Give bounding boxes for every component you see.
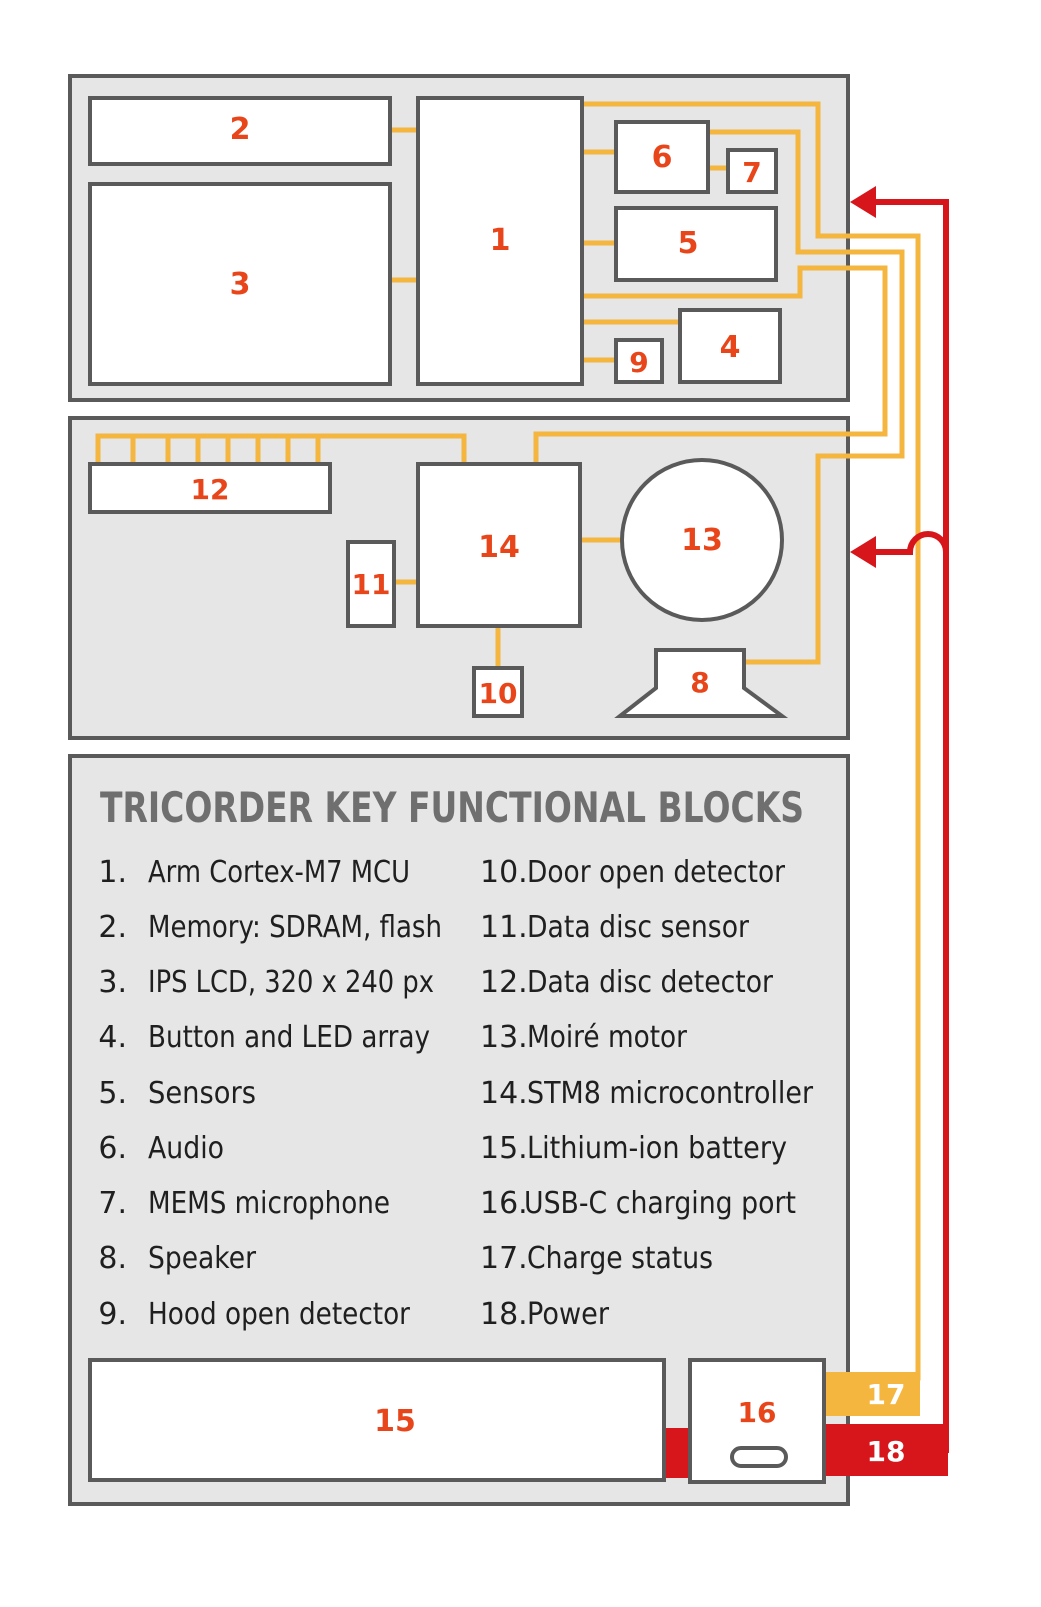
legend-item: Audio (148, 1131, 224, 1166)
block-9: 9 (614, 338, 664, 384)
legend-number: 14. (480, 1076, 528, 1111)
block-17-label: 17 (867, 1378, 906, 1411)
legend-item: Data disc sensor (527, 910, 750, 945)
legend-item: Lithium-ion battery (527, 1131, 787, 1166)
usb-c-port-icon (730, 1446, 788, 1468)
legend-number: 4. (98, 1020, 127, 1055)
block-10-label: 10 (479, 677, 518, 710)
legend-list-left: 1. Arm Cortex-M7 MCU 2. Memory: SDRAM, f… (98, 855, 442, 1332)
block-4: 4 (678, 308, 782, 384)
legend-item: Door open detector (527, 855, 786, 890)
legend-number: 13. (480, 1020, 528, 1055)
block-1-label: 1 (490, 223, 511, 258)
legend-item: Sensors (148, 1076, 256, 1111)
legend-number: 7. (98, 1186, 127, 1221)
legend-item: Data disc detector (527, 965, 774, 1000)
legend-item: STM8 microcontroller (527, 1076, 814, 1111)
legend-item: Hood open detector (148, 1297, 411, 1332)
block-4-label: 4 (720, 330, 741, 365)
power-bar-left (666, 1428, 690, 1478)
legend-number: 10. (480, 855, 528, 890)
block-11-label: 11 (352, 568, 391, 601)
block-17: 17 (822, 1372, 920, 1416)
legend-number: 2. (98, 910, 127, 945)
block-9-label: 9 (629, 346, 648, 379)
arrow-left-icon (850, 186, 876, 218)
block-15: 15 (88, 1358, 666, 1482)
legend-item: Memory: SDRAM, flash (148, 910, 442, 945)
block-7: 7 (726, 148, 778, 194)
legend-item: Moiré motor (527, 1020, 688, 1055)
arrow-left-icon (850, 536, 876, 568)
block-8-label: 8 (690, 666, 709, 699)
block-8: 8 (614, 648, 789, 718)
block-15-label: 15 (374, 1404, 416, 1439)
block-18: 18 (822, 1424, 948, 1476)
legend-number: 15. (480, 1131, 528, 1166)
signal-wires (95, 101, 921, 1381)
legend-number: 9. (98, 1297, 127, 1332)
block-6: 6 (614, 120, 710, 194)
legend-number: 8. (98, 1241, 127, 1276)
block-11: 11 (346, 540, 396, 628)
block-16: 16 (688, 1358, 826, 1484)
block-14-label: 14 (478, 530, 520, 565)
block-14: 14 (416, 462, 582, 628)
legend-number: 1. (98, 855, 127, 890)
legend-item: Button and LED array (148, 1020, 430, 1055)
speaker-icon (614, 648, 789, 718)
legend-number: 5. (98, 1076, 127, 1111)
block-5: 5 (614, 206, 778, 282)
legend-number: 3. (98, 965, 127, 1000)
block-12-label: 12 (191, 473, 230, 506)
legend-number: 16. (480, 1186, 528, 1221)
legend-item: USB-C charging port (524, 1186, 796, 1221)
block-2: 2 (88, 96, 392, 166)
legend-item: MEMS microphone (148, 1186, 390, 1221)
block-13: 13 (620, 458, 784, 622)
block-5-label: 5 (678, 226, 699, 261)
block-12: 12 (88, 462, 332, 514)
block-2-label: 2 (230, 112, 251, 147)
block-13-label: 13 (681, 523, 723, 558)
legend-number: 12. (480, 965, 528, 1000)
block-18-label: 18 (867, 1435, 906, 1468)
block-1: 1 (416, 96, 584, 386)
legend-item: IPS LCD, 320 x 240 px (148, 965, 434, 1000)
power-arrows (850, 186, 876, 568)
block-7-label: 7 (742, 156, 761, 189)
legend-title: TRICORDER KEY FUNCTIONAL BLOCKS (100, 783, 804, 832)
legend-item: Arm Cortex-M7 MCU (148, 855, 410, 890)
legend-number: 11. (480, 910, 528, 945)
block-10: 10 (472, 666, 524, 718)
legend-number: 6. (98, 1131, 127, 1166)
block-16-label: 16 (738, 1396, 777, 1429)
legend-number: 17. (480, 1241, 528, 1276)
legend-item: Charge status (527, 1241, 713, 1276)
legend-list-right: 10. Door open detector 11. Data disc sen… (480, 855, 814, 1332)
block-3: 3 (88, 182, 392, 386)
legend-number: 18. (480, 1297, 528, 1332)
block-6-label: 6 (652, 140, 673, 175)
legend-item: Power (527, 1297, 610, 1332)
block-3-label: 3 (230, 267, 251, 302)
legend-item: Speaker (148, 1241, 257, 1276)
